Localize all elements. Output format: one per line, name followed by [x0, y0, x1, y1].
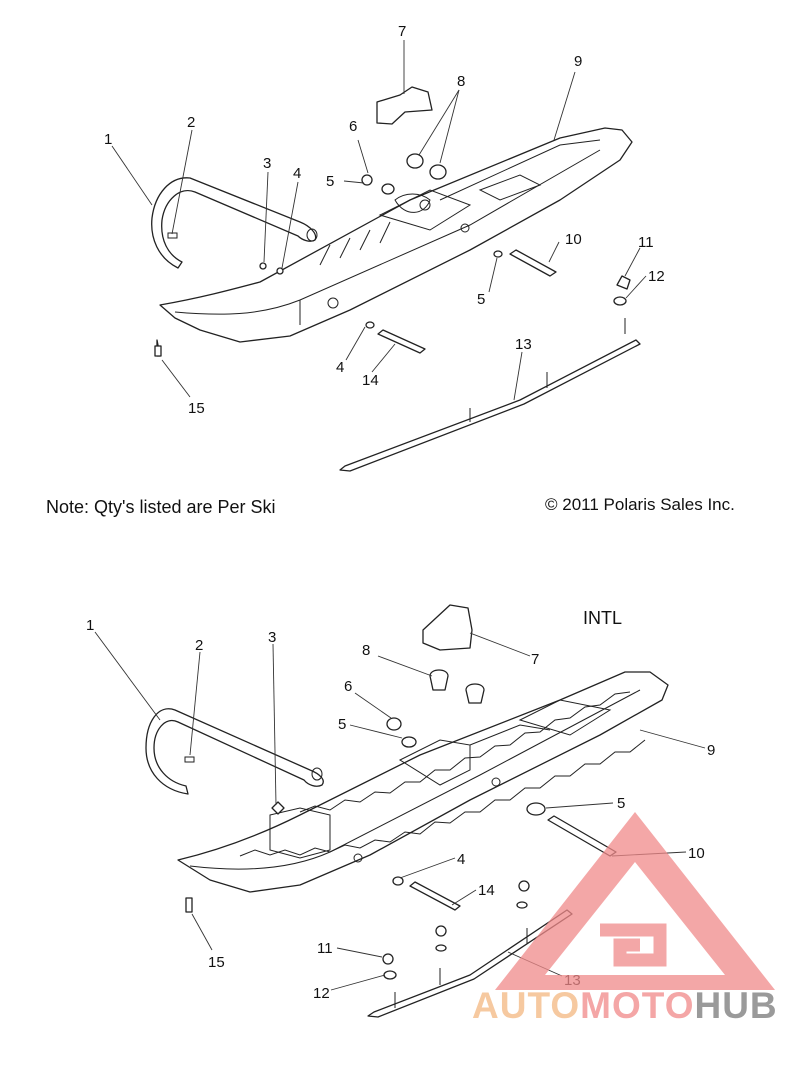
qty-note: Note: Qty's listed are Per Ski — [46, 497, 276, 517]
top-ski-body — [159, 127, 633, 343]
bottom-callout-8: 8 — [362, 642, 370, 659]
top-callout-3: 3 — [263, 155, 271, 172]
top-callout-1: 1 — [104, 131, 112, 148]
top-callout-8: 8 — [457, 73, 465, 90]
top-callout-13: 13 — [515, 336, 532, 353]
watermark-moto: MOTO — [580, 985, 695, 1026]
top-callout-4b: 4 — [336, 359, 344, 376]
top-wear-bar — [339, 339, 641, 472]
bottom-callout-5a: 5 — [338, 716, 346, 733]
top-callout-11: 11 — [638, 234, 654, 251]
bottom-callout-4: 4 — [457, 851, 465, 868]
bottom-ski-body — [177, 671, 669, 893]
top-callout-14: 14 — [362, 372, 379, 389]
bottom-handle — [145, 708, 324, 795]
top-callout-6: 6 — [349, 118, 357, 135]
top-bracket-7 — [376, 86, 433, 125]
top-callout-12: 12 — [648, 268, 665, 285]
bottom-callout-7: 7 — [531, 651, 539, 668]
top-callout-9: 9 — [574, 53, 582, 70]
watermark-hub: HUB — [694, 985, 778, 1026]
bottom-bracket-7 — [422, 604, 473, 651]
bottom-callout-5b: 5 — [617, 795, 625, 812]
top-callout-4a: 4 — [293, 165, 301, 182]
watermark-logo: AUTOMOTOHUB — [472, 985, 778, 1027]
intl-label: INTL — [583, 608, 623, 628]
bottom-callout-6: 6 — [344, 678, 352, 695]
top-ski-assembly: 1 2 3 4 5 6 7 8 9 10 11 12 5 13 4 14 15 — [104, 23, 665, 472]
bottom-callout-1: 1 — [86, 617, 94, 634]
bottom-callout-9: 9 — [707, 742, 715, 759]
watermark-auto: AUTO — [472, 985, 581, 1026]
watermark-triangle-icon — [495, 812, 775, 990]
top-callout-15: 15 — [188, 400, 205, 417]
bottom-callout-11: 11 — [317, 940, 333, 957]
bottom-callout-15: 15 — [208, 954, 225, 971]
top-callout-5a: 5 — [326, 173, 334, 190]
top-callout-5b: 5 — [477, 291, 485, 308]
top-callout-10: 10 — [565, 231, 582, 248]
top-callout-2: 2 — [187, 114, 195, 131]
copyright-text: © 2011 Polaris Sales Inc. — [545, 495, 735, 514]
bottom-callout-3: 3 — [268, 629, 276, 646]
bottom-callout-14: 14 — [478, 882, 495, 899]
bottom-callout-10: 10 — [688, 845, 705, 862]
top-handle — [151, 177, 317, 269]
bottom-callout-12: 12 — [313, 985, 330, 1002]
bottom-callout-2: 2 — [195, 637, 203, 654]
top-callout-7: 7 — [398, 23, 406, 40]
